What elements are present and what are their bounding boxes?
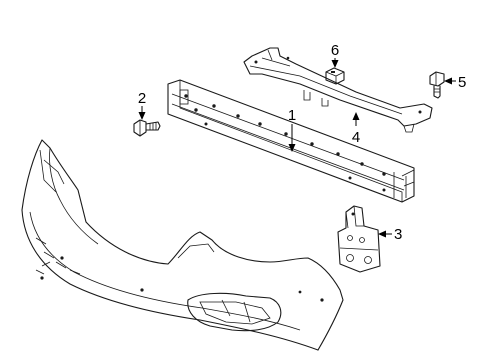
upper-bracket[interactable] bbox=[243, 47, 433, 133]
callout-1: 1 bbox=[288, 107, 296, 124]
bolt-2[interactable] bbox=[133, 119, 161, 137]
arrow-3 bbox=[378, 230, 386, 238]
arrow-2 bbox=[138, 112, 146, 120]
arrow-5 bbox=[444, 77, 452, 85]
arrow-4 bbox=[352, 112, 360, 120]
callout-3: 3 bbox=[394, 226, 402, 243]
callout-2: 2 bbox=[138, 90, 146, 107]
bolt-5[interactable] bbox=[429, 71, 445, 99]
callout-6: 6 bbox=[331, 42, 339, 59]
callout-5: 5 bbox=[458, 74, 466, 91]
clip-nut[interactable] bbox=[325, 67, 345, 85]
arrow-1 bbox=[288, 144, 296, 152]
impact-bar[interactable] bbox=[167, 79, 415, 203]
arrow-6 bbox=[331, 60, 339, 68]
bumper-cover[interactable] bbox=[21, 139, 344, 351]
side-bracket[interactable] bbox=[337, 205, 381, 273]
callout-4: 4 bbox=[352, 129, 360, 146]
